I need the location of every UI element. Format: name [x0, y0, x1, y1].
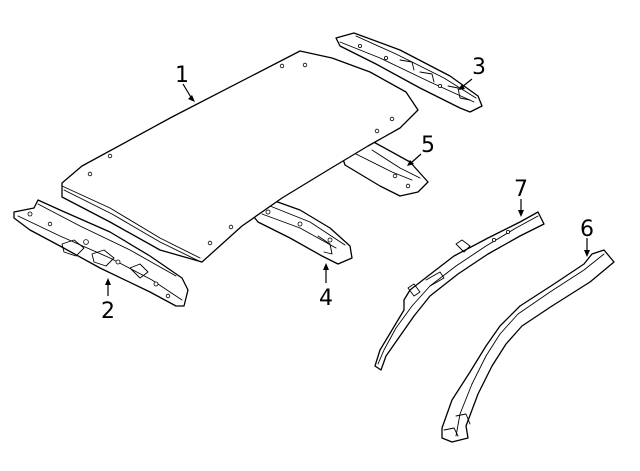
front-header[interactable] — [13, 199, 189, 307]
callout-7[interactable]: 7 — [514, 177, 528, 202]
rear-header[interactable] — [335, 32, 483, 113]
callout-1[interactable]: 1 — [175, 63, 189, 88]
arrow-7 — [518, 210, 524, 217]
callout-6[interactable]: 6 — [580, 217, 594, 242]
callout-2[interactable]: 2 — [101, 299, 115, 324]
arrow-5 — [407, 160, 414, 166]
leader-lines — [105, 78, 590, 296]
rear-roof-bow[interactable] — [339, 139, 429, 197]
leader-5 — [410, 153, 422, 164]
arrow-1 — [188, 95, 195, 102]
roof-panel[interactable] — [61, 50, 419, 263]
callout-4[interactable]: 4 — [319, 286, 333, 311]
arrow-6 — [584, 250, 590, 257]
arrow-2 — [105, 278, 111, 285]
callout-5[interactable]: 5 — [421, 133, 435, 158]
callouts: 1 2 3 4 5 6 7 — [101, 55, 594, 324]
right-roof-rail[interactable] — [441, 249, 615, 443]
arrow-4 — [323, 263, 329, 270]
left-roof-rail[interactable] — [374, 211, 545, 371]
callout-3[interactable]: 3 — [472, 55, 486, 80]
leader-3 — [461, 78, 473, 88]
front-roof-bow[interactable] — [249, 199, 353, 265]
arrow-3 — [458, 84, 465, 90]
